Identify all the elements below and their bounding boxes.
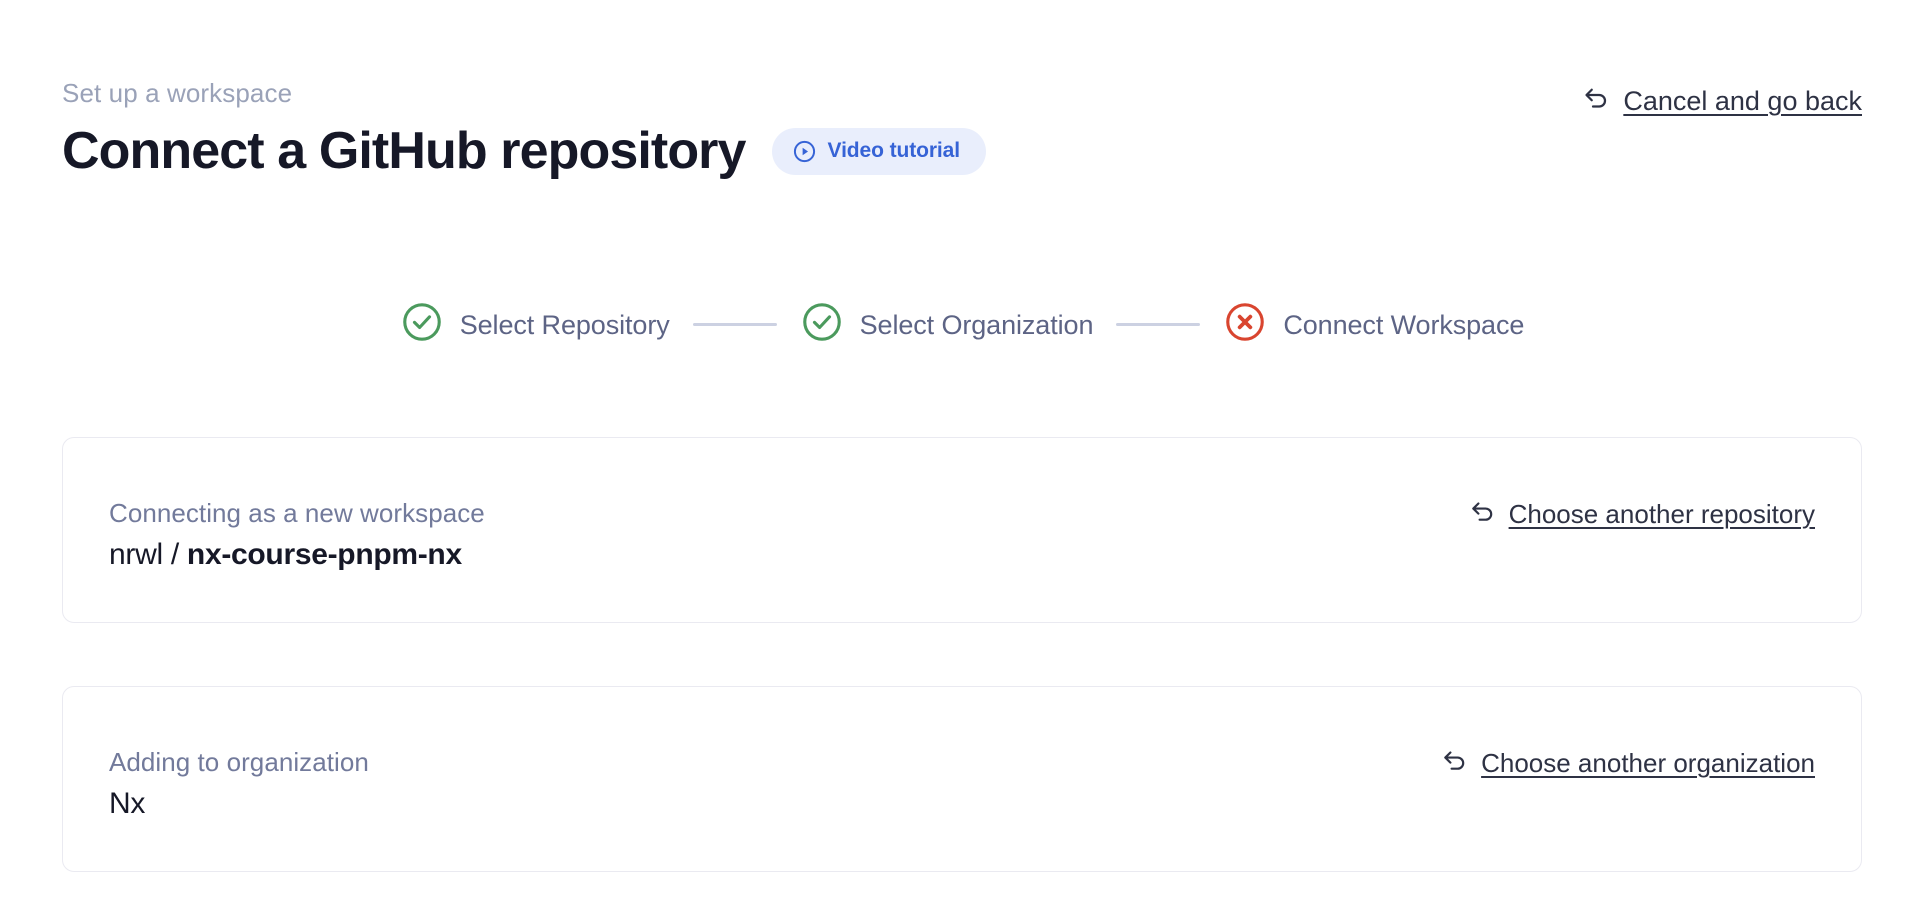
x-circle-icon [1223,300,1267,349]
repository-name: nx-course-pnpm-nx [186,538,462,571]
step-label-connect-workspace: Connect Workspace [1283,309,1525,340]
repository-card-inner: Connecting as a new workspace nrwl / nx-… [63,438,1861,622]
step-label-select-organization: Select Organization [859,309,1094,340]
page-header: Set up a workspace Connect a GitHub repo… [62,78,1862,188]
repository-card-value: nrwl / nx-course-pnpm-nx [109,537,485,573]
undo-arrow-icon [1440,745,1469,780]
step-select-repository[interactable]: Select Repository [400,300,670,349]
repository-card: Connecting as a new workspace nrwl / nx-… [62,437,1862,623]
step-label-select-repository: Select Repository [459,309,670,340]
choose-another-organization-link[interactable]: Choose another organization [1440,745,1815,780]
step-connect-workspace[interactable]: Connect Workspace [1223,300,1524,349]
organization-card: Adding to organization Nx Choose another… [62,686,1862,872]
page-title: Connect a GitHub repository [62,122,746,180]
organization-card-text: Adding to organization Nx [109,687,369,822]
video-tutorial-label: Video tutorial [827,139,961,162]
choose-another-organization-label: Choose another organization [1481,747,1815,778]
repository-card-text: Connecting as a new workspace nrwl / nx-… [109,438,485,573]
check-circle-icon [400,300,444,349]
undo-arrow-icon [1581,82,1611,119]
title-row: Connect a GitHub repository Video tutori… [62,122,1862,180]
cancel-and-go-back-label: Cancel and go back [1623,85,1862,116]
undo-arrow-icon [1468,496,1497,531]
organization-card-value: Nx [109,787,146,820]
video-tutorial-button[interactable]: Video tutorial [771,127,986,175]
choose-another-repository-label: Choose another repository [1508,498,1815,529]
repository-owner: nrwl [109,538,163,571]
repository-separator: / [162,538,187,571]
step-connector-1 [692,323,777,326]
organization-card-caption: Adding to organization [109,747,369,777]
cancel-and-go-back-link[interactable]: Cancel and go back [1581,82,1862,119]
organization-card-inner: Adding to organization Nx Choose another… [63,687,1861,871]
progress-stepper: Select Repository Select Organization Co… [0,300,1924,349]
step-select-organization[interactable]: Select Organization [800,300,1094,349]
breadcrumb-eyebrow: Set up a workspace [62,78,293,108]
choose-another-repository-link[interactable]: Choose another repository [1468,496,1815,531]
check-circle-icon [800,300,844,349]
repository-card-caption: Connecting as a new workspace [109,498,485,528]
play-circle-icon [792,139,817,164]
step-connector-2 [1116,323,1201,326]
